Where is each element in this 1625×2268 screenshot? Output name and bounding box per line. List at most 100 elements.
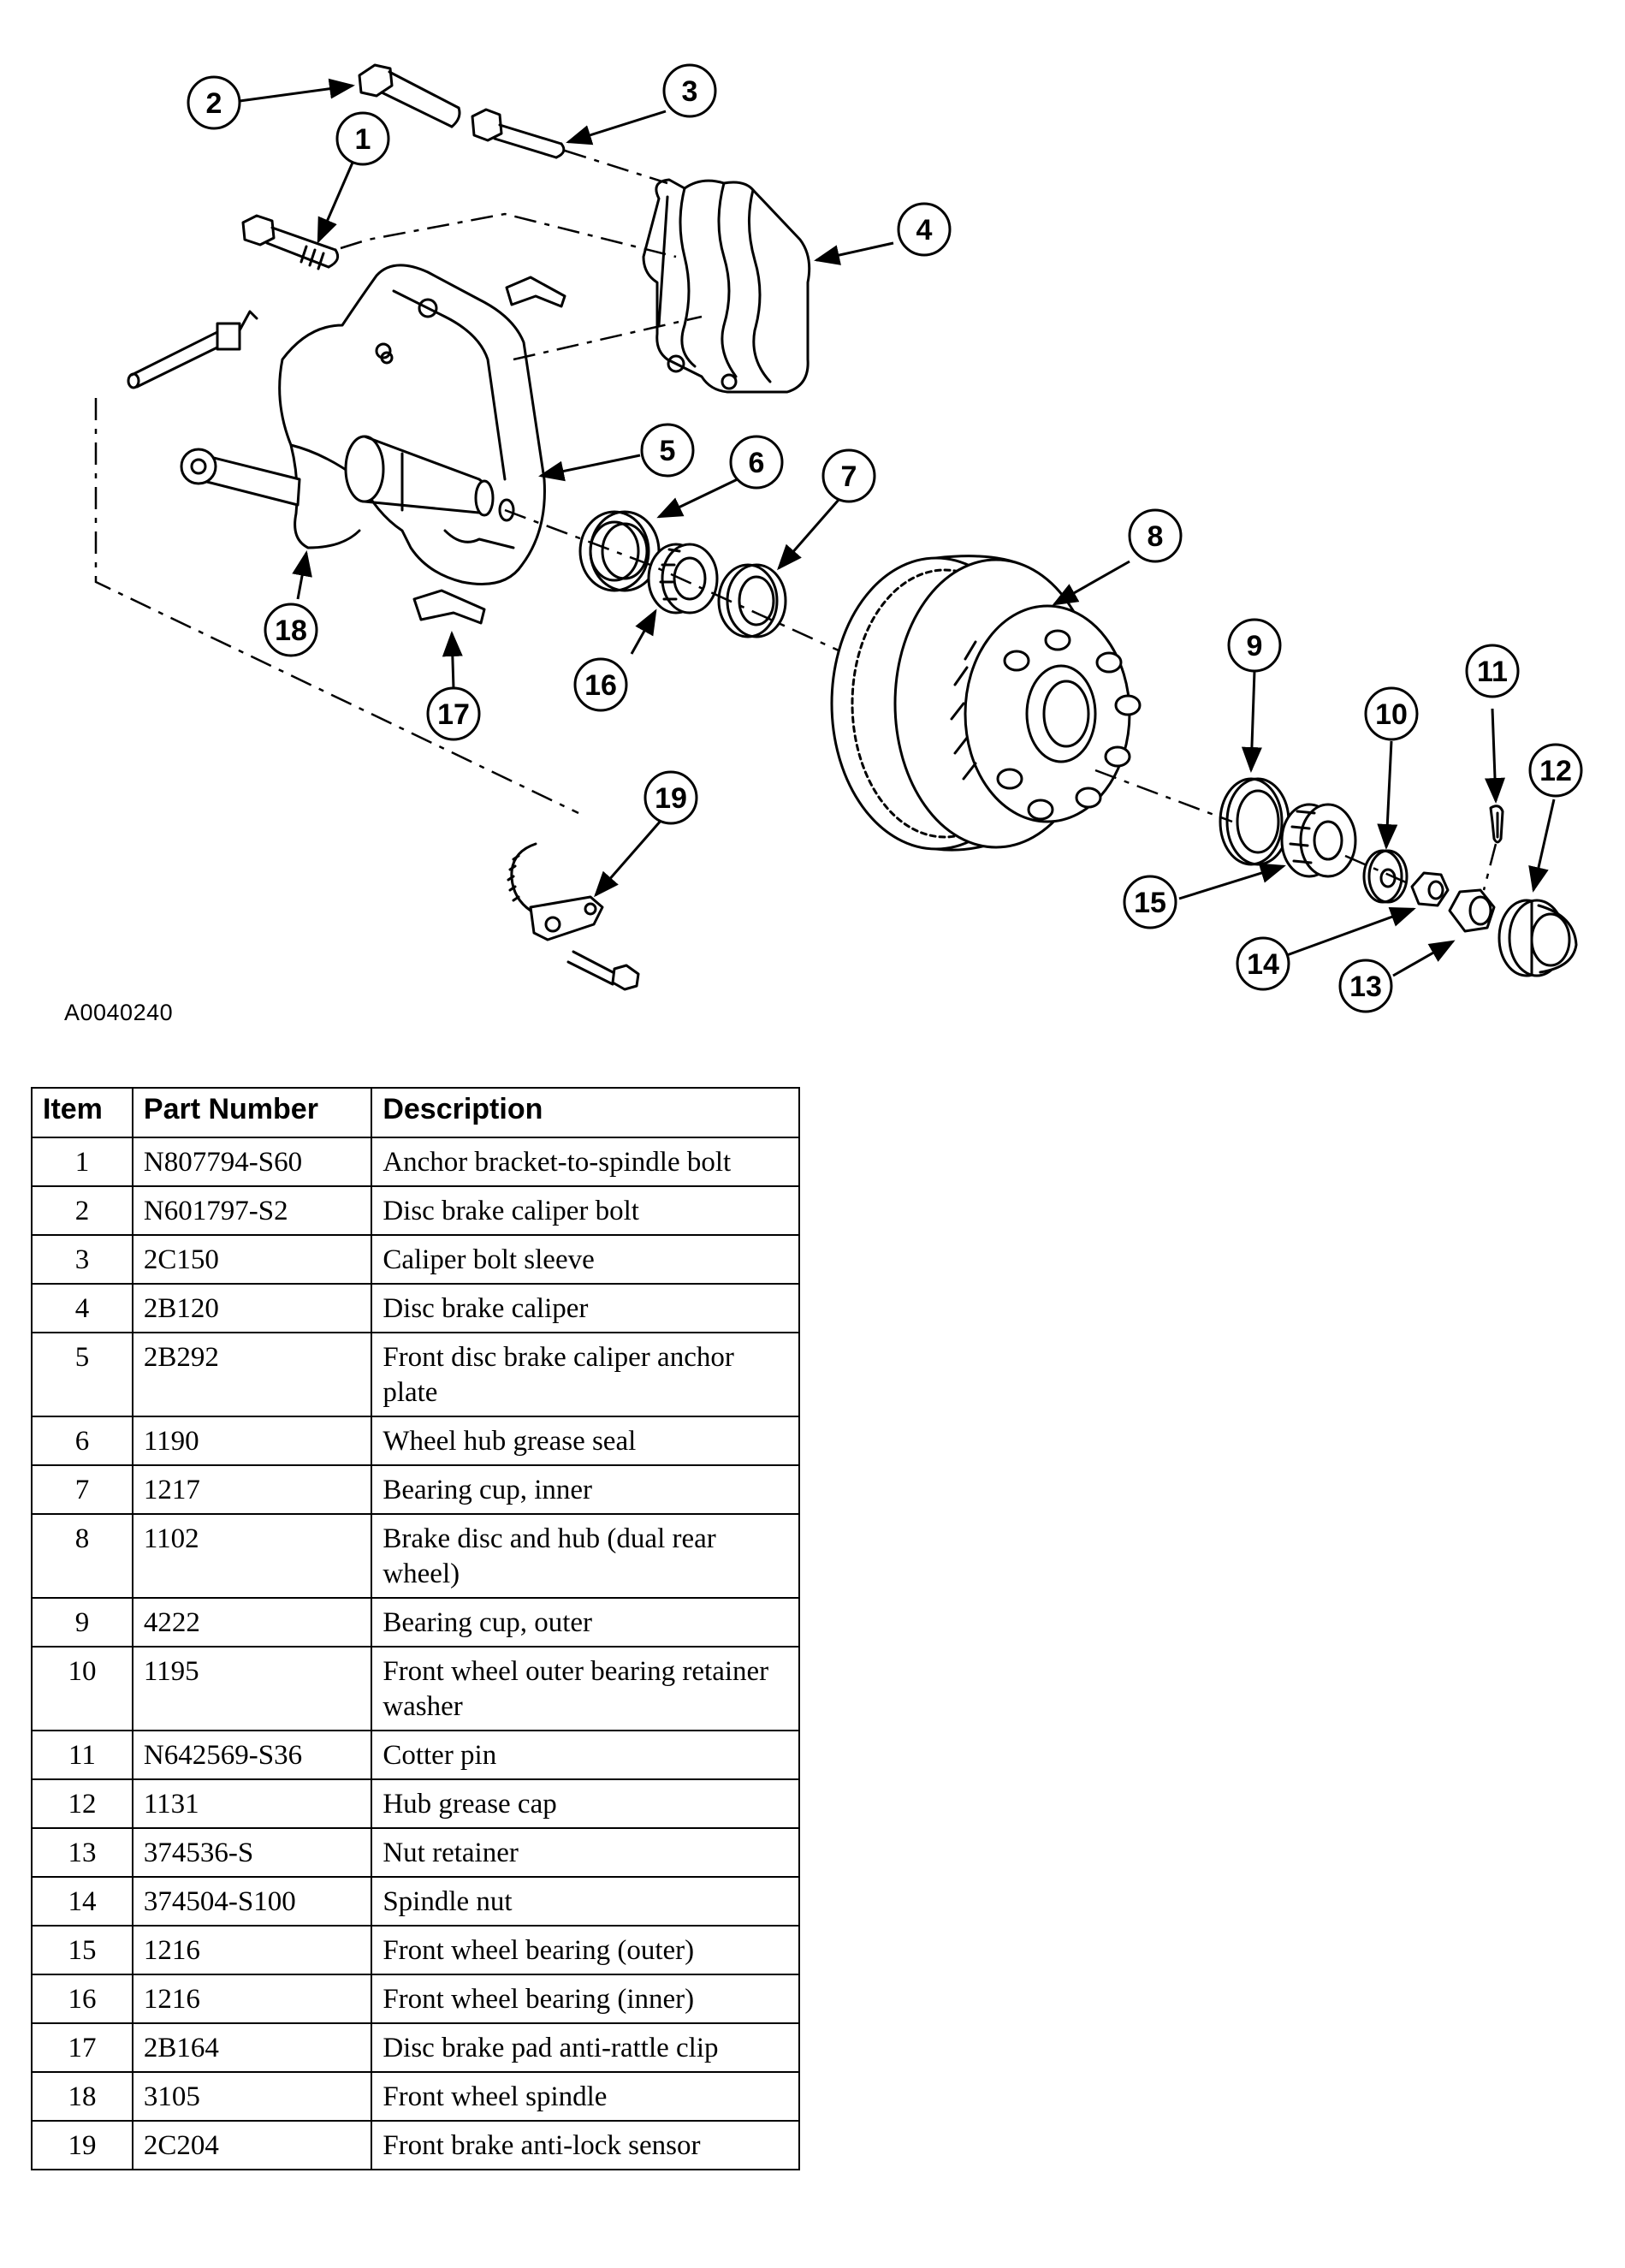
callout-1: 1 [335, 111, 390, 166]
callout-3: 3 [662, 63, 717, 118]
callout-17: 17 [426, 686, 481, 741]
description-cell: Anchor bracket-to-spindle bolt [371, 1137, 800, 1187]
item-cell: 13 [31, 1827, 133, 1878]
callout-label: 16 [584, 669, 617, 702]
callout-7: 7 [821, 448, 876, 503]
callout-label: 15 [1134, 887, 1166, 919]
item-cell: 5 [31, 1332, 133, 1417]
callout-label: 3 [682, 75, 698, 108]
callout-13: 13 [1338, 959, 1393, 1013]
callout-19: 19 [643, 770, 698, 825]
description-cell: Brake disc and hub (dual rear wheel) [371, 1513, 800, 1599]
item-cell: 12 [31, 1778, 133, 1829]
figure-id-label: A0040240 [64, 1000, 174, 1025]
callout-2: 2 [187, 75, 241, 130]
anti-rattle-clip-part [412, 589, 486, 625]
callout-label: 13 [1349, 971, 1382, 1003]
description-cell: Wheel hub grease seal [371, 1416, 800, 1466]
item-cell: 4 [31, 1283, 133, 1333]
callout-label: 9 [1247, 630, 1263, 662]
callout-label: 18 [275, 614, 307, 647]
part-number-cell: 1190 [131, 1416, 373, 1466]
tie-rod-stud [127, 310, 258, 389]
callout-label: 14 [1247, 948, 1279, 981]
item-cell: 11 [31, 1730, 133, 1780]
header-item: Item [31, 1087, 133, 1138]
part-number-cell: 2B292 [131, 1332, 373, 1417]
callout-group: 2 3 1 4 5 6 7 8 9 11 10 12 16 17 18 19 1… [187, 63, 1583, 1013]
nut-retainer-part [1448, 888, 1496, 933]
callout-18: 18 [264, 603, 318, 657]
header-part-number: Part Number [131, 1087, 373, 1138]
description-cell: Front brake anti-lock sensor [371, 2120, 800, 2170]
part-number-cell: 2B120 [131, 1283, 373, 1333]
callout-5: 5 [640, 423, 695, 478]
callout-8: 8 [1128, 508, 1183, 563]
brake-disc-hub-part [830, 555, 1142, 852]
item-cell: 14 [31, 1876, 133, 1927]
brake-caliper-part [642, 178, 811, 394]
part-number-cell: 1131 [131, 1778, 373, 1829]
anti-lock-sensor-part [507, 842, 640, 991]
description-cell: Disc brake caliper [371, 1283, 800, 1333]
description-cell: Hub grease cap [371, 1778, 800, 1829]
part-number-cell: 3105 [131, 2071, 373, 2122]
item-cell: 6 [31, 1416, 133, 1466]
callout-label: 19 [655, 782, 687, 815]
callout-16: 16 [573, 657, 628, 712]
part-number-cell: 2C204 [131, 2120, 373, 2170]
part-number-cell: N601797-S2 [131, 1185, 373, 1236]
caliper-bolt-sleeve-part [471, 108, 566, 159]
description-cell: Caliper bolt sleeve [371, 1234, 800, 1285]
anchor-bolt-part [241, 214, 340, 270]
callout-label: 1 [355, 123, 371, 156]
retainer-washer-part [1362, 849, 1409, 904]
item-cell: 17 [31, 2022, 133, 2073]
inner-bearing-part [647, 543, 719, 614]
description-cell: Front disc brake caliper anchor plate [371, 1332, 800, 1417]
item-cell: 8 [31, 1513, 133, 1599]
description-cell: Front wheel bearing (inner) [371, 1974, 800, 2024]
callout-label: 7 [841, 460, 857, 493]
callout-4: 4 [897, 202, 952, 257]
assembly-lines [94, 149, 1497, 891]
callout-10: 10 [1364, 686, 1419, 741]
grease-seal-part [578, 510, 661, 592]
anti-rattle-clip-upper [505, 276, 566, 308]
part-number-cell: 1217 [131, 1464, 373, 1515]
callout-14: 14 [1236, 936, 1290, 991]
part-number-cell: 374536-S [131, 1827, 373, 1878]
description-cell: Front wheel outer bearing retainer washe… [371, 1646, 800, 1731]
callout-9: 9 [1227, 618, 1282, 673]
item-cell: 15 [31, 1925, 133, 1975]
anchor-plate-and-spindle-part [180, 264, 546, 585]
callout-label: 17 [437, 698, 470, 731]
description-cell: Front wheel bearing (outer) [371, 1925, 800, 1975]
cotter-pin-part [1489, 804, 1504, 844]
description-cell: Disc brake caliper bolt [371, 1185, 800, 1236]
callout-label: 2 [206, 87, 222, 120]
part-number-cell: 1216 [131, 1925, 373, 1975]
item-cell: 10 [31, 1646, 133, 1731]
callout-label: 8 [1148, 520, 1164, 553]
callout-6: 6 [729, 435, 784, 490]
callout-label: 4 [916, 214, 933, 246]
description-cell: Cotter pin [371, 1730, 800, 1780]
callout-label: 11 [1477, 656, 1508, 688]
callout-15: 15 [1123, 875, 1177, 929]
item-cell: 18 [31, 2071, 133, 2122]
